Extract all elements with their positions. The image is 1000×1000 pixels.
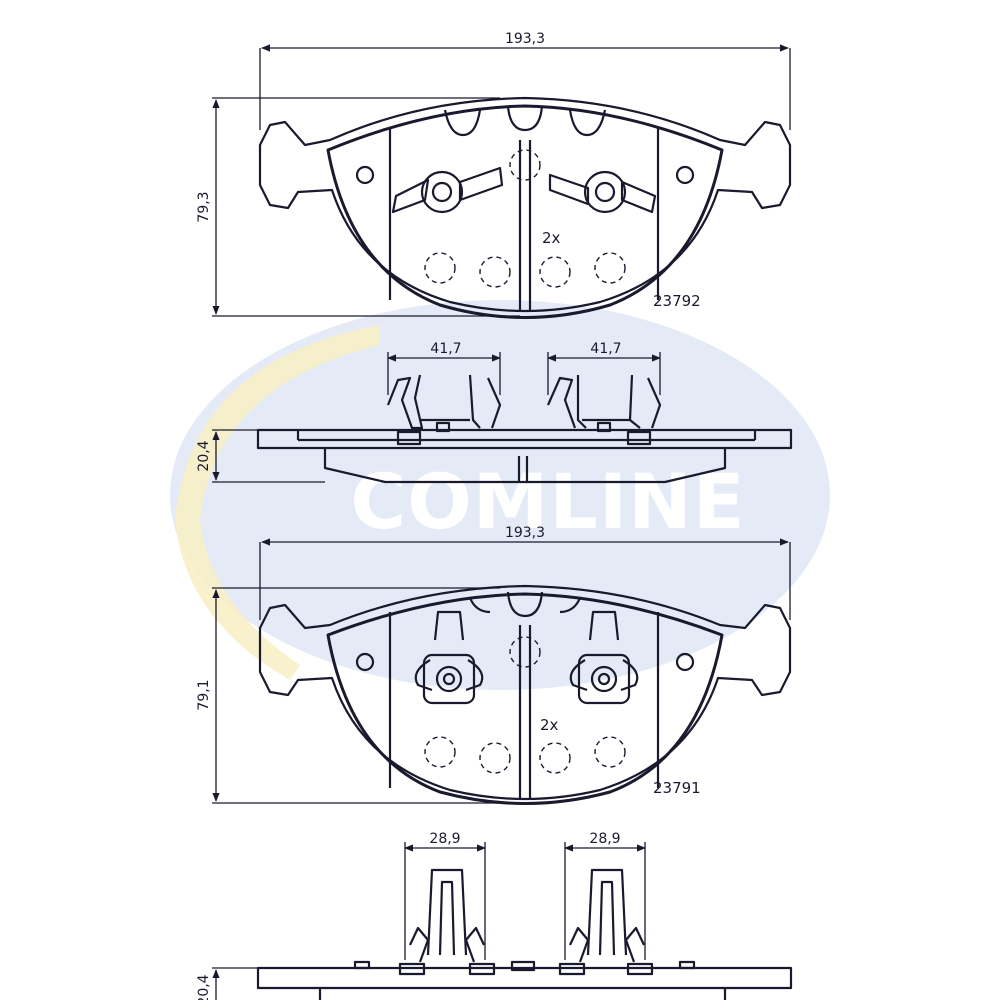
top-right-clip-dimension: 41,7: [590, 341, 621, 357]
top-thickness-dimension: 20,4: [196, 440, 212, 471]
bottom-part-number: 23791: [653, 779, 701, 797]
top-pad-side-view: 41,7 41,7 20,4: [196, 341, 793, 484]
watermark-text: COMLINE: [350, 457, 745, 546]
top-width-dimension: 193,3: [505, 31, 545, 47]
comline-watermark: COMLINE: [170, 300, 830, 690]
bottom-pad-front-view: 193,3 79,1 2x 23791: [196, 525, 792, 805]
top-height-dimension: 79,3: [196, 191, 212, 222]
bottom-thickness-dimension: 20,4: [196, 974, 212, 1000]
bottom-right-clip-dimension: 28,9: [589, 831, 620, 847]
top-left-clip-dimension: 41,7: [430, 341, 461, 357]
bottom-quantity-label: 2x: [540, 716, 559, 734]
top-quantity-label: 2x: [542, 229, 561, 247]
bottom-left-clip-dimension: 28,9: [429, 831, 460, 847]
top-pad-front-view: 193,3 79,3 2x 23792: [196, 31, 792, 319]
bottom-height-dimension: 79,1: [196, 679, 212, 710]
top-part-number: 23792: [653, 292, 701, 310]
bottom-pad-side-view: 28,9 28,9 20,4: [196, 831, 793, 1000]
bottom-width-dimension: 193,3: [505, 525, 545, 541]
